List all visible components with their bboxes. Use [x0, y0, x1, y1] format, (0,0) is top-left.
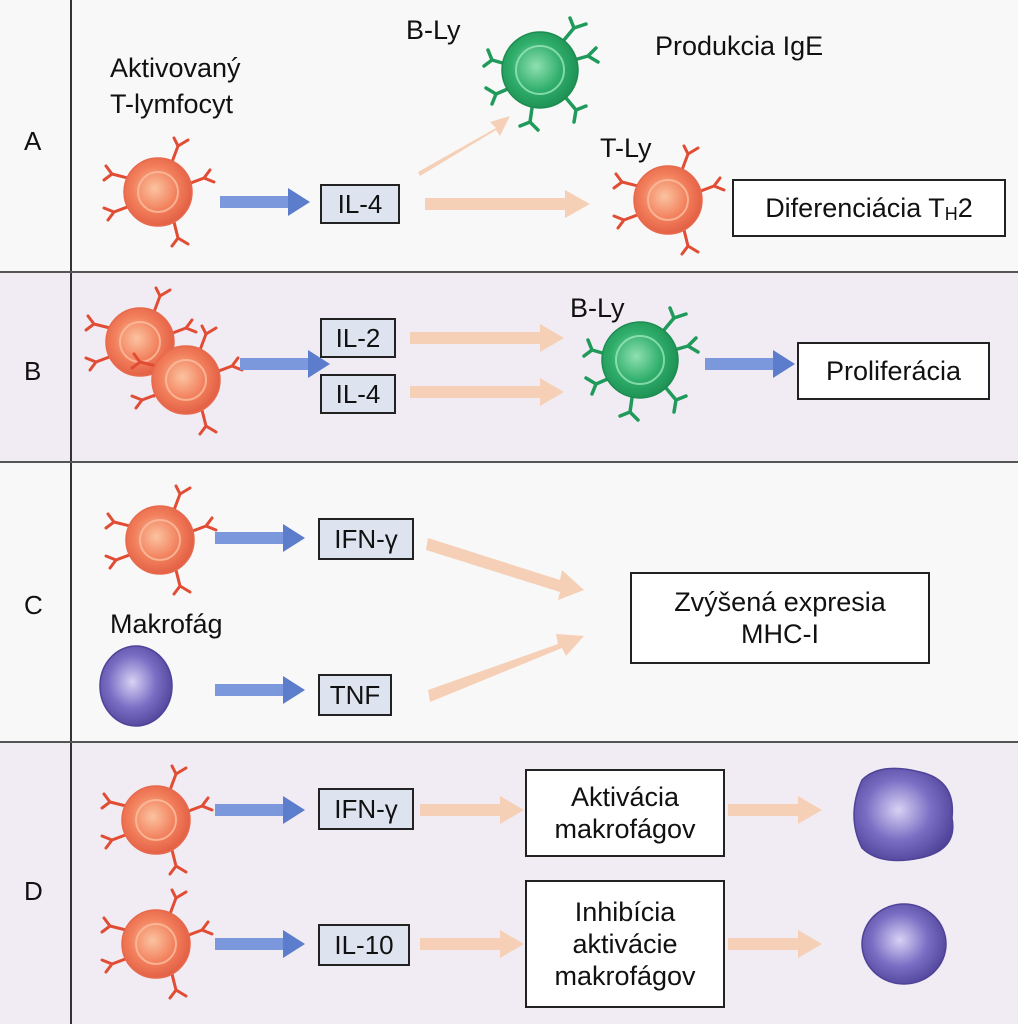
arrow-macrophage-to-tnf: [215, 676, 305, 704]
arrow-activation-to-macrophage: [728, 796, 822, 824]
arrow-d1-to-ifn: [215, 796, 305, 824]
activation-line-2: makrofágov: [554, 814, 696, 844]
macrophage-label-c: Makrofág: [110, 609, 223, 639]
arrow-ifn-to-mhc: [426, 538, 584, 600]
arrow-a-to-il4: [220, 188, 310, 216]
mhc-line-1: Zvýšená expresia: [674, 587, 886, 617]
macrophage-activation-box: Aktivácia makrofágov: [525, 769, 725, 857]
th2-text: Diferenciácia T: [765, 193, 945, 223]
th2-subscript: H: [944, 204, 958, 224]
panel-divider-cd: [0, 741, 1018, 743]
cytokine-il2-b: IL-2: [320, 318, 396, 358]
activated-t-cell-title-2: T-lymfocyt: [110, 89, 234, 119]
row-label-b: B: [24, 356, 42, 386]
t-cell-c: [104, 484, 218, 596]
mhc-line-2: MHC-I: [741, 619, 819, 649]
arrow-d2-to-il10: [215, 930, 305, 958]
panel-divider-bc: [0, 461, 1018, 463]
arrow-il2-to-bcell: [410, 324, 564, 352]
b-cell-b: [582, 306, 700, 422]
cytokine-ifn-d: IFN-γ: [318, 788, 414, 830]
cytokine-ifn-c: IFN-γ: [318, 518, 414, 560]
cytokine-tnf-c: TNF: [318, 674, 392, 716]
arrow-b-to-cytokines: [240, 350, 330, 378]
ige-production-label: Produkcia IgE: [655, 31, 824, 61]
row-label-c: C: [24, 590, 43, 620]
activated-t-cell-title-1: Aktivovaný: [110, 53, 241, 83]
b-cell-label-b: B-Ly: [570, 293, 625, 323]
row-label-d: D: [24, 876, 43, 906]
t-cell-d-1: [100, 764, 214, 876]
cytokine-il4-a: IL-4: [320, 184, 400, 224]
inhibited-macrophage: [861, 903, 947, 985]
inhibition-line-3: makrofágov: [554, 961, 696, 991]
t-cell-d-2: [100, 888, 214, 1000]
cytokine-il10-d: IL-10: [318, 924, 410, 966]
inhibition-line-2: aktivácie: [572, 929, 678, 959]
cytokine-il4-b: IL-4: [320, 374, 396, 414]
arrow-a-to-bcell: [418, 116, 510, 176]
arrow-bcell-to-proliferation: [705, 350, 795, 378]
arrow-c-to-ifn: [215, 524, 305, 552]
proliferation-box: Proliferácia: [797, 342, 990, 400]
macrophage-c: [99, 645, 173, 727]
activated-t-cell-a: [102, 136, 216, 248]
row-label-a: A: [24, 126, 42, 156]
row-label-divider: [70, 0, 72, 1024]
arrow-inhibition-to-macrophage: [728, 930, 822, 958]
activated-macrophage: [853, 767, 954, 862]
arrow-a-to-tcell: [425, 190, 590, 218]
panel-divider-ab: [0, 271, 1018, 273]
activation-inhibition-box: Inhibícia aktivácie makrofágov: [525, 880, 725, 1008]
arrow-il10-to-inhibition: [420, 930, 524, 958]
arrow-ifn-to-activation: [420, 796, 524, 824]
b-cell-label-a: B-Ly: [406, 15, 461, 45]
mhc-expression-box: Zvýšená expresia MHC-I: [630, 572, 930, 664]
arrow-tnf-to-mhc: [428, 634, 584, 702]
th2-number: 2: [957, 193, 973, 223]
activation-line-1: Aktivácia: [570, 782, 680, 812]
inhibition-line-1: Inhibícia: [574, 897, 676, 927]
arrow-il4-to-bcell: [410, 378, 564, 406]
t-cell-label-a: T-Ly: [600, 133, 652, 163]
b-cell-a: [482, 16, 600, 132]
